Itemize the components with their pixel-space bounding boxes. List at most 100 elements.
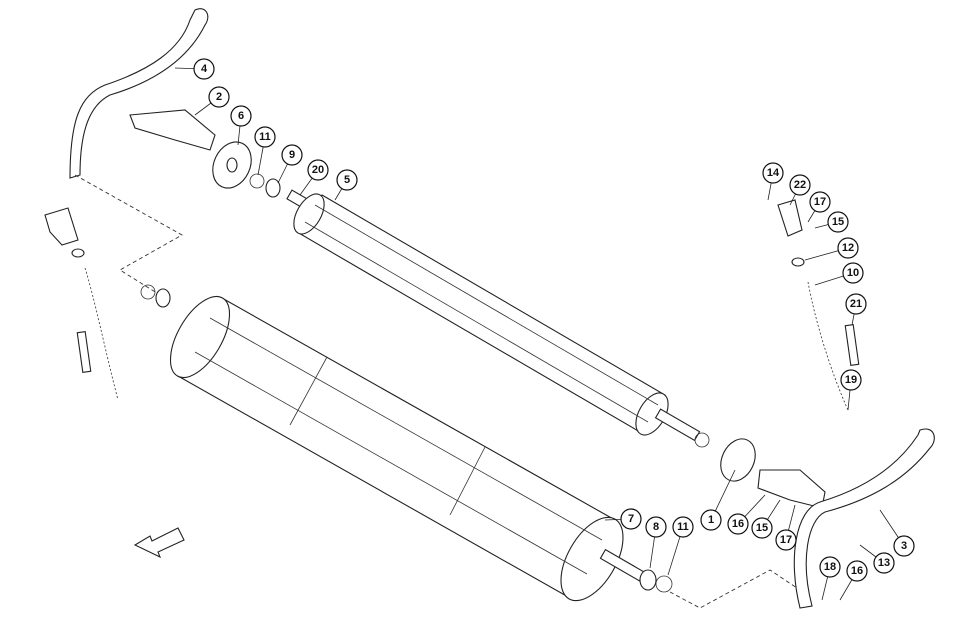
callout-number: 3 — [901, 540, 907, 552]
callout-15: 15 — [751, 499, 781, 539]
callout-12: 12 — [804, 237, 859, 261]
callout-10: 10 — [814, 262, 864, 286]
callout-18: 18 — [819, 556, 841, 601]
callout-circle — [208, 86, 230, 108]
callout-9: 9 — [277, 144, 303, 184]
callout-number: 1 — [708, 514, 714, 526]
assembly-line-left — [74, 174, 183, 296]
callout-number: 15 — [756, 522, 768, 534]
callout-circle — [842, 262, 864, 284]
right-link-12 — [791, 257, 805, 267]
assembly-line-right — [669, 569, 801, 609]
callout-22: 22 — [789, 174, 811, 206]
left-chain — [84, 267, 119, 401]
right-chain-10 — [807, 281, 849, 411]
callout-circle — [873, 552, 895, 574]
callout-circle — [281, 144, 303, 166]
callout-8: 8 — [645, 516, 667, 569]
callout-circle — [789, 174, 811, 196]
callout-circle — [672, 516, 694, 538]
right-bracket-1 — [757, 469, 826, 509]
callout-circle — [751, 517, 773, 539]
right-spring-21 — [844, 324, 860, 366]
bearing-8 — [639, 569, 657, 591]
callout-number: 11 — [677, 521, 689, 533]
callout-circle — [809, 191, 831, 213]
callout-number: 7 — [628, 513, 634, 525]
callout-number: 14 — [767, 167, 780, 179]
callout-19: 19 — [840, 369, 862, 411]
callout-number: 9 — [289, 149, 295, 161]
lower-roller — [169, 295, 646, 602]
callout-circle — [645, 516, 667, 538]
bearing-lower-left — [155, 288, 171, 308]
callout-circle — [254, 126, 276, 148]
callout-number: 19 — [845, 374, 857, 386]
callout-7: 7 — [604, 508, 642, 530]
callout-number: 17 — [780, 534, 792, 546]
callout-number: 22 — [794, 179, 806, 191]
callout-21: 21 — [845, 293, 867, 326]
callout-circle — [336, 169, 358, 191]
direction-arrow-icon — [133, 527, 185, 559]
callout-number: 15 — [832, 216, 844, 228]
snap-ring-11 — [249, 173, 265, 189]
right-chain-bracket — [777, 199, 803, 237]
callout-circle — [700, 509, 722, 531]
callout-number: 12 — [842, 242, 854, 254]
pulley-hub — [226, 157, 238, 173]
callout-11: 11 — [667, 516, 694, 576]
callout-number: 5 — [344, 174, 350, 186]
callout-circle — [846, 560, 868, 582]
callout-number: 18 — [824, 561, 836, 573]
left-chain-bracket — [44, 207, 79, 246]
callout-17: 17 — [807, 191, 831, 223]
left-link — [71, 248, 85, 258]
snap-ring-11-lower — [655, 575, 673, 593]
callout-number: 17 — [814, 196, 826, 208]
callout-2: 2 — [194, 86, 230, 116]
callout-16: 16 — [727, 494, 766, 535]
callout-circle — [893, 535, 915, 557]
callout-6: 6 — [230, 105, 252, 146]
callout-circle — [307, 159, 329, 181]
callout-number: 8 — [653, 521, 659, 533]
callout-circle — [819, 556, 841, 578]
callout-3: 3 — [879, 509, 915, 557]
callout-number: 20 — [312, 164, 324, 176]
callout-circle — [193, 58, 215, 80]
callout-circle — [727, 513, 749, 535]
callout-4: 4 — [174, 58, 215, 80]
left-spring — [76, 331, 92, 373]
callout-11: 11 — [254, 126, 276, 176]
callout-13: 13 — [859, 544, 895, 574]
callout-17: 17 — [775, 504, 797, 551]
callout-circle — [845, 293, 867, 315]
callout-circle — [230, 105, 252, 127]
snap-ring-lower-left — [140, 284, 156, 300]
callout-circle — [775, 529, 797, 551]
callout-16: 16 — [839, 560, 868, 601]
callout-20: 20 — [299, 159, 329, 196]
callout-circle — [827, 211, 849, 233]
callout-number: 10 — [847, 267, 859, 279]
left-bracket — [129, 109, 216, 151]
callout-number: 4 — [201, 63, 208, 75]
callout-circle — [840, 369, 862, 391]
pulley-right — [720, 438, 756, 482]
callout-number: 11 — [259, 131, 271, 143]
callout-number: 21 — [850, 298, 862, 310]
callout-number: 16 — [851, 565, 863, 577]
callout-15: 15 — [814, 211, 849, 233]
snap-ring-right — [694, 432, 710, 448]
callout-number: 6 — [238, 110, 244, 122]
callout-number: 16 — [732, 518, 744, 530]
callout-circle — [762, 162, 784, 184]
callout-1: 1 — [700, 469, 736, 531]
callout-number: 13 — [878, 557, 890, 569]
right-arm-3 — [793, 428, 935, 609]
callout-14: 14 — [762, 162, 784, 201]
bearing-9 — [265, 178, 281, 198]
